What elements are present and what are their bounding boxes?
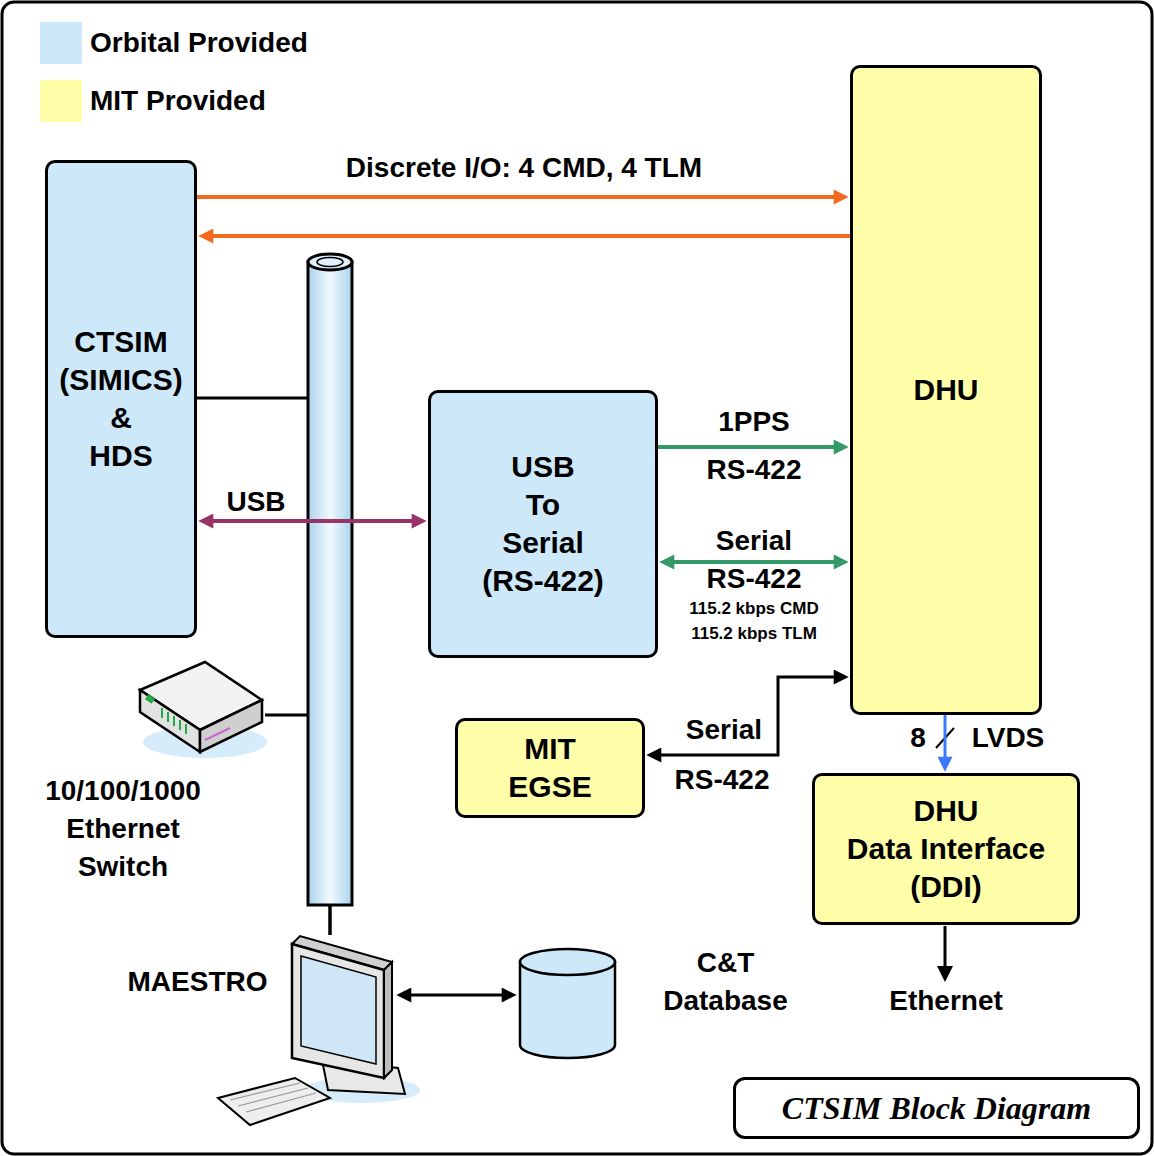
box-text: CTSIM (SIMICS) & HDS xyxy=(59,323,182,475)
legend-text: Orbital Provided xyxy=(90,24,308,62)
box-text: MIT EGSE xyxy=(508,730,591,806)
box-text: DHU Data Interface (DDI) xyxy=(847,792,1045,906)
database-cylinder xyxy=(520,949,615,1058)
connector-label: Serial xyxy=(683,715,765,745)
connector-label: Serial xyxy=(713,526,795,556)
connector xyxy=(205,234,850,238)
bus-pipe-end xyxy=(308,254,352,270)
legend-swatch xyxy=(40,22,82,64)
data-rate: 115.2 kbps TLM xyxy=(689,624,819,643)
switch-node: 10/100/1000 Ethernet Switch xyxy=(18,660,265,885)
signal-standard: RS-422 xyxy=(705,455,804,485)
node-label: C&T Database xyxy=(658,944,793,1020)
connector-label: 1PPS xyxy=(715,407,793,437)
block-box: DHU Data Interface (DDI) xyxy=(812,773,1080,925)
connector xyxy=(205,519,420,523)
ethernet-arrow xyxy=(937,926,953,982)
connector xyxy=(944,715,947,765)
connector-label: Discrete I/O: 4 CMD, 4 TLM xyxy=(343,153,705,183)
interface-name: Ethernet xyxy=(887,986,1005,1016)
caption: CTSIM Block Diagram xyxy=(782,1089,1091,1127)
connector xyxy=(653,677,842,755)
computer-icon xyxy=(218,936,420,1125)
connector xyxy=(197,195,842,199)
block-box: MIT EGSE xyxy=(455,718,645,818)
legend-swatch xyxy=(40,80,82,122)
connector-label: USB xyxy=(223,487,288,517)
node-label: 10/100/1000 Ethernet Switch xyxy=(18,772,228,886)
computer-node: MAESTRO xyxy=(115,935,395,1105)
legend-text: MIT Provided xyxy=(90,82,266,120)
connector xyxy=(403,994,510,997)
block-box: CTSIM (SIMICS) & HDS xyxy=(45,160,197,638)
block-box: DHU xyxy=(850,65,1042,715)
signal-standard: RS-422 xyxy=(673,765,772,795)
connector xyxy=(658,445,842,449)
caption-box: CTSIM Block Diagram xyxy=(733,1077,1140,1139)
switch-icon xyxy=(140,662,267,758)
database-node: C&T Database xyxy=(518,944,798,1062)
block-box: USB To Serial (RS-422) xyxy=(428,390,658,658)
bus-width: 8 xyxy=(908,723,928,753)
signal-name: LVDS xyxy=(970,723,1047,753)
box-text: USB To Serial (RS-422) xyxy=(482,448,604,600)
data-rate: 115.2 kbps CMD xyxy=(687,599,820,618)
signal-standard: RS-422 xyxy=(705,564,804,594)
bus-pipe xyxy=(308,262,352,905)
box-text: DHU xyxy=(914,371,979,409)
node-label: MAESTRO xyxy=(115,963,280,1001)
